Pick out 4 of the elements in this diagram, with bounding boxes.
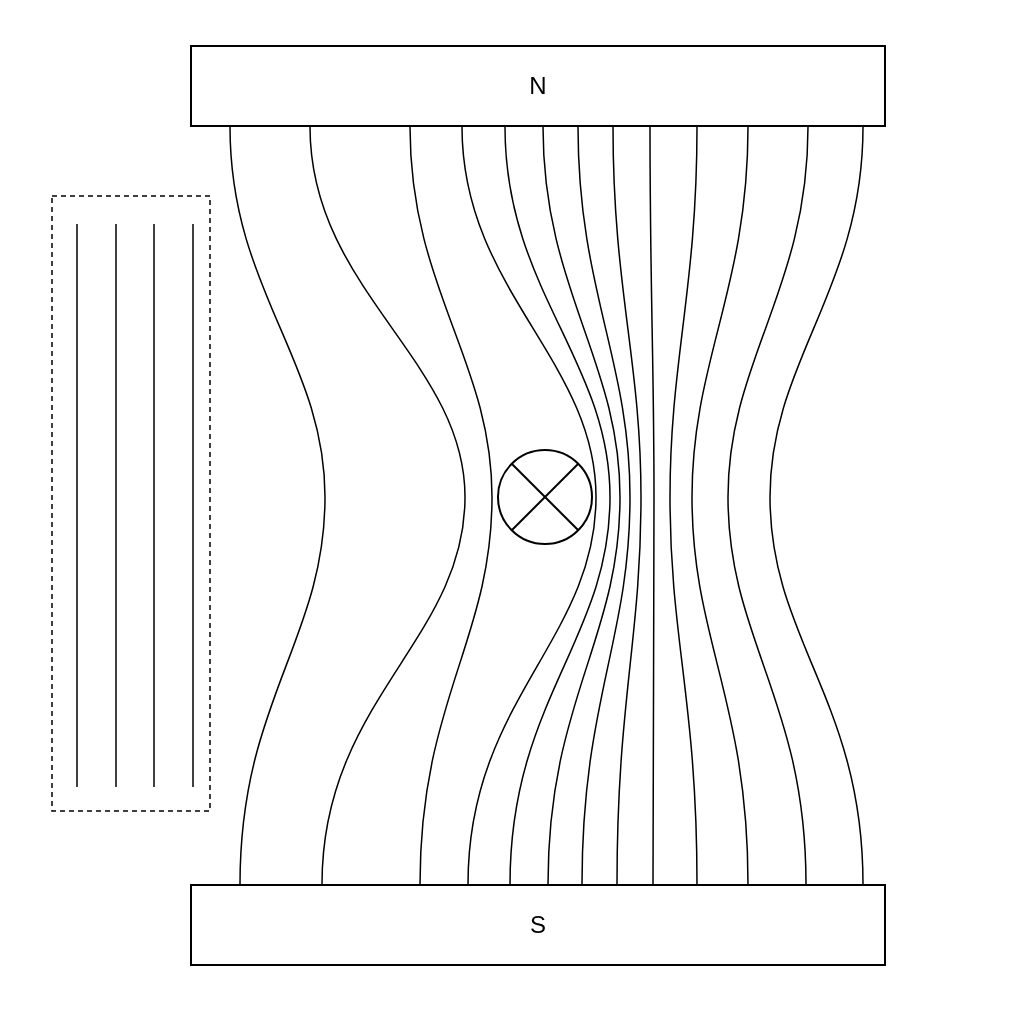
pole-label: N [529,71,547,101]
pole-label: S [530,910,546,940]
magnet-pole-bar [190,45,886,127]
magnet-pole-bar [190,884,886,966]
